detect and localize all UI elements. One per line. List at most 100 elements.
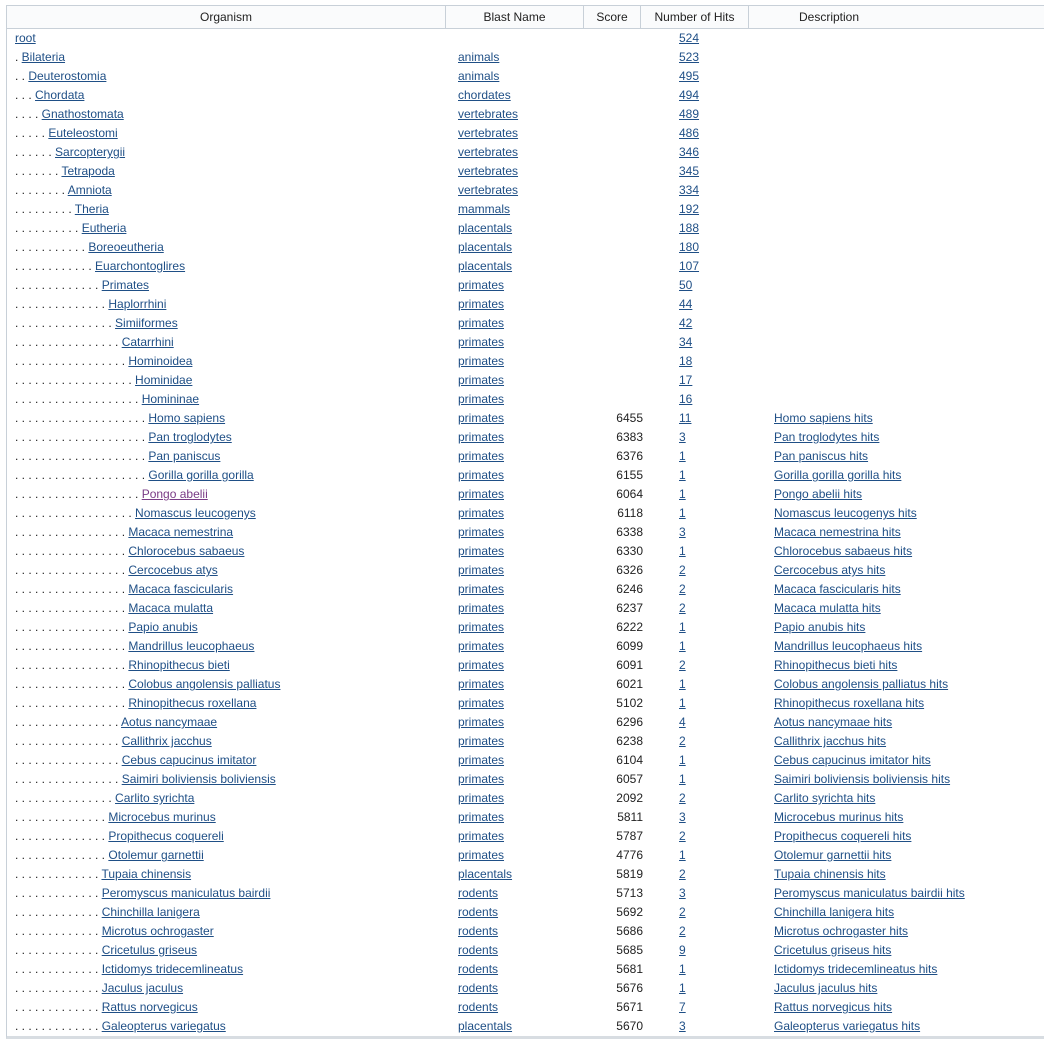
organism-link[interactable]: Deuterostomia: [28, 69, 107, 83]
hits-count-link[interactable]: 2: [679, 601, 686, 615]
hits-count-link[interactable]: 494: [679, 88, 700, 102]
organism-link[interactable]: Microtus ochrogaster: [101, 924, 214, 938]
blast-name-link[interactable]: primates: [458, 335, 505, 349]
hits-count-link[interactable]: 7: [679, 1000, 686, 1014]
organism-link[interactable]: Tupaia chinensis: [101, 867, 192, 881]
blast-name-link[interactable]: primates: [458, 848, 505, 862]
organism-link[interactable]: Mandrillus leucophaeus: [128, 639, 255, 653]
hits-count-link[interactable]: 3: [679, 525, 686, 539]
blast-name-link[interactable]: primates: [458, 278, 505, 292]
hits-count-link[interactable]: 2: [679, 905, 686, 919]
blast-name-link[interactable]: primates: [458, 544, 505, 558]
blast-name-link[interactable]: vertebrates: [458, 183, 519, 197]
hits-count-link[interactable]: 3: [679, 430, 686, 444]
description-link[interactable]: Ictidomys tridecemlineatus hits: [774, 962, 938, 976]
hits-count-link[interactable]: 17: [679, 373, 693, 387]
organism-link[interactable]: Saimiri boliviensis boliviensis: [121, 772, 276, 786]
description-link[interactable]: Propithecus coquereli hits: [774, 829, 912, 843]
organism-link[interactable]: Cercocebus atys: [128, 563, 218, 577]
hits-count-link[interactable]: 180: [679, 240, 700, 254]
blast-name-link[interactable]: vertebrates: [458, 164, 519, 178]
description-link[interactable]: Otolemur garnettii hits: [774, 848, 892, 862]
hits-count-link[interactable]: 2: [679, 924, 686, 938]
hits-count-link[interactable]: 1: [679, 696, 686, 710]
organism-link[interactable]: Microcebus murinus: [108, 810, 216, 824]
description-link[interactable]: Colobus angolensis palliatus hits: [774, 677, 949, 691]
organism-link[interactable]: Euarchontoglires: [95, 259, 186, 273]
blast-name-link[interactable]: rodents: [458, 886, 499, 900]
description-link[interactable]: Macaca nemestrina hits: [774, 525, 901, 539]
blast-name-link[interactable]: placentals: [458, 1019, 513, 1033]
organism-link[interactable]: Catarrhini: [121, 335, 174, 349]
hits-count-link[interactable]: 486: [679, 126, 700, 140]
description-link[interactable]: Mandrillus leucophaeus hits: [774, 639, 923, 653]
blast-name-link[interactable]: primates: [458, 620, 505, 634]
description-link[interactable]: Saimiri boliviensis boliviensis hits: [774, 772, 951, 786]
blast-name-link[interactable]: rodents: [458, 924, 499, 938]
blast-name-link[interactable]: vertebrates: [458, 145, 519, 159]
blast-name-link[interactable]: primates: [458, 525, 505, 539]
blast-name-link[interactable]: primates: [458, 297, 505, 311]
hits-count-link[interactable]: 2: [679, 791, 686, 805]
organism-link[interactable]: Cricetulus griseus: [101, 943, 198, 957]
blast-name-link[interactable]: rodents: [458, 1000, 499, 1014]
description-link[interactable]: Papio anubis hits: [774, 620, 866, 634]
organism-link[interactable]: Jaculus jaculus: [101, 981, 184, 995]
hits-count-link[interactable]: 34: [679, 335, 693, 349]
organism-link[interactable]: Chlorocebus sabaeus: [128, 544, 245, 558]
hits-count-link[interactable]: 1: [679, 848, 686, 862]
organism-link[interactable]: Theria: [74, 202, 109, 216]
organism-link[interactable]: Carlito syrichta: [115, 791, 195, 805]
organism-link[interactable]: Peromyscus maniculatus bairdii: [101, 886, 271, 900]
blast-name-link[interactable]: rodents: [458, 981, 499, 995]
organism-link[interactable]: Callithrix jacchus: [121, 734, 212, 748]
hits-count-link[interactable]: 495: [679, 69, 700, 83]
hits-count-link[interactable]: 2: [679, 867, 686, 881]
organism-link[interactable]: Pan troglodytes: [148, 430, 232, 444]
column-header-description[interactable]: Description: [798, 10, 860, 24]
organism-link[interactable]: Hominidae: [135, 373, 193, 387]
blast-name-link[interactable]: primates: [458, 563, 505, 577]
hits-count-link[interactable]: 9: [679, 943, 686, 957]
blast-name-link[interactable]: placentals: [458, 221, 513, 235]
hits-count-link[interactable]: 1: [679, 468, 686, 482]
hits-count-link[interactable]: 4: [679, 715, 686, 729]
organism-link[interactable]: Chinchilla lanigera: [101, 905, 200, 919]
hits-count-link[interactable]: 523: [679, 50, 700, 64]
hits-count-link[interactable]: 107: [679, 259, 700, 273]
hits-count-link[interactable]: 1: [679, 449, 686, 463]
description-link[interactable]: Pan troglodytes hits: [774, 430, 880, 444]
organism-link[interactable]: Macaca fascicularis: [128, 582, 234, 596]
column-header-blast-name[interactable]: Blast Name: [446, 6, 584, 28]
description-link[interactable]: Cercocebus atys hits: [774, 563, 886, 577]
hits-count-link[interactable]: 2: [679, 829, 686, 843]
description-link[interactable]: Cricetulus griseus hits: [774, 943, 892, 957]
blast-name-link[interactable]: animals: [458, 69, 500, 83]
hits-count-link[interactable]: 334: [679, 183, 700, 197]
hits-count-link[interactable]: 192: [679, 202, 700, 216]
organism-link[interactable]: Macaca mulatta: [128, 601, 214, 615]
organism-link[interactable]: Colobus angolensis palliatus: [128, 677, 281, 691]
blast-name-link[interactable]: primates: [458, 772, 505, 786]
blast-name-link[interactable]: rodents: [458, 962, 499, 976]
column-header-score[interactable]: Score: [584, 6, 641, 28]
blast-name-link[interactable]: placentals: [458, 259, 513, 273]
blast-name-link[interactable]: placentals: [458, 867, 513, 881]
organism-link[interactable]: Homininae: [141, 392, 200, 406]
organism-link[interactable]: Homo sapiens: [148, 411, 226, 425]
organism-link[interactable]: Otolemur garnettii: [108, 848, 204, 862]
organism-link[interactable]: Galeopterus variegatus: [101, 1019, 226, 1033]
hits-count-link[interactable]: 3: [679, 886, 686, 900]
organism-link[interactable]: Tetrapoda: [61, 164, 115, 178]
blast-name-link[interactable]: rodents: [458, 905, 499, 919]
organism-link[interactable]: Simiiformes: [115, 316, 178, 330]
column-header-organism[interactable]: Organism: [7, 6, 446, 28]
blast-name-link[interactable]: primates: [458, 487, 505, 501]
blast-name-link[interactable]: primates: [458, 316, 505, 330]
blast-name-link[interactable]: primates: [458, 601, 505, 615]
hits-count-link[interactable]: 44: [679, 297, 693, 311]
blast-name-link[interactable]: primates: [458, 658, 505, 672]
organism-link[interactable]: Aotus nancymaae: [121, 715, 218, 729]
organism-link[interactable]: Primates: [101, 278, 150, 292]
description-link[interactable]: Pongo abelii hits: [774, 487, 863, 501]
